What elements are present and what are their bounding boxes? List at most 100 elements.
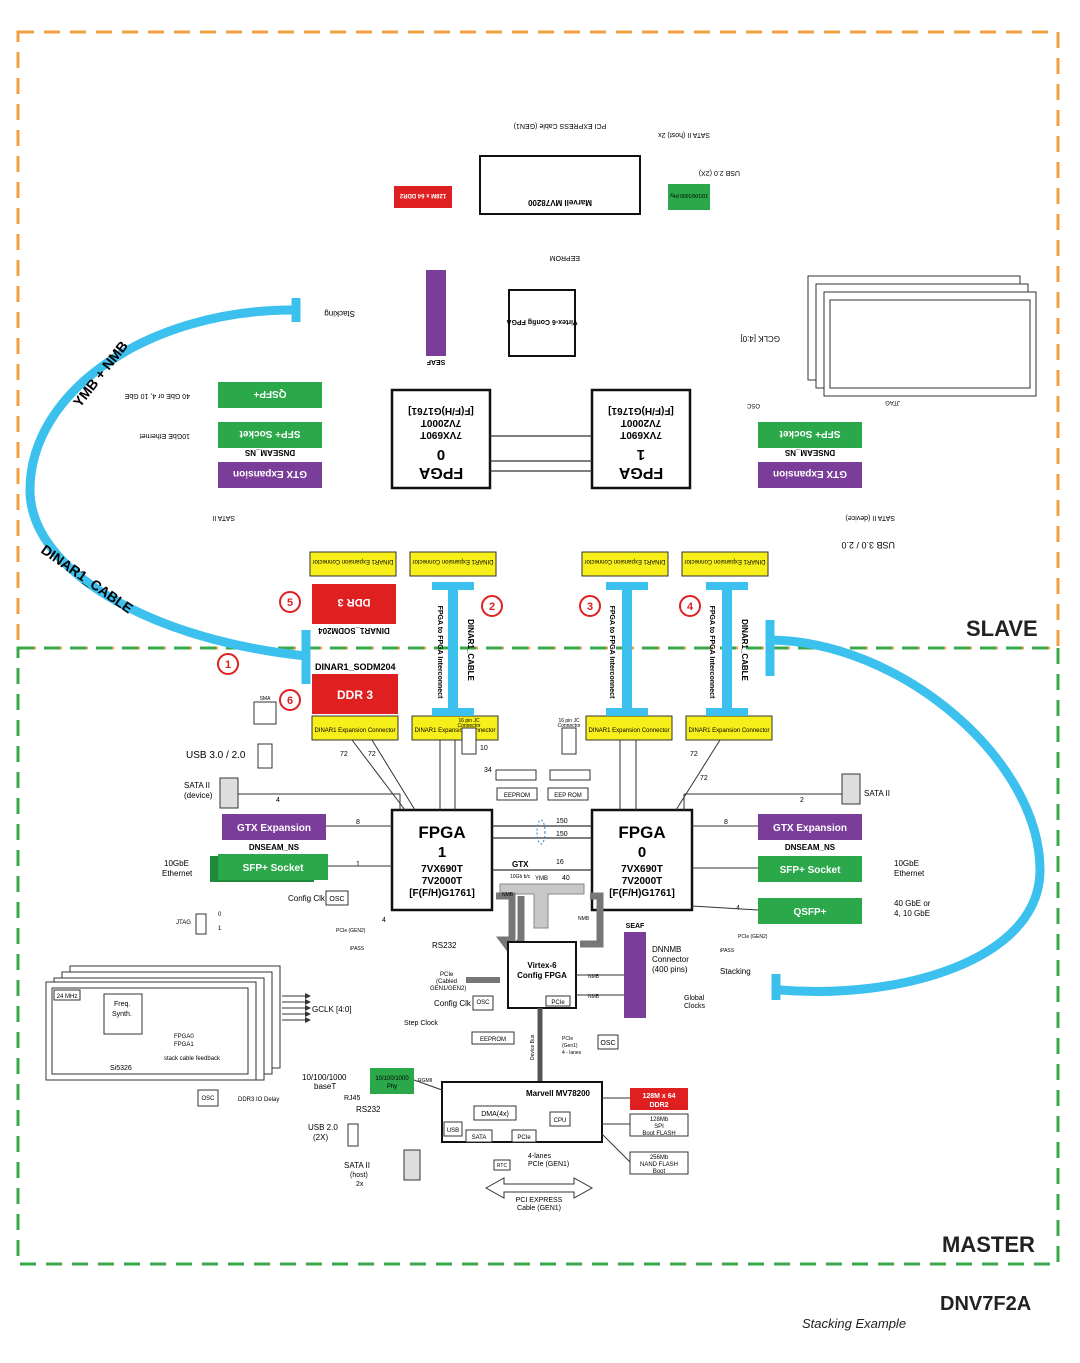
slave-fpga1-l3: 7VX690T bbox=[620, 429, 662, 440]
master-sata-dev-l2: (device) bbox=[184, 791, 213, 800]
slave-virtex bbox=[508, 289, 576, 357]
master-sfp-right bbox=[758, 856, 862, 882]
master-pcie-cfg-l3: GEN1/GEN2) bbox=[430, 986, 466, 992]
master-dnnmb-l3: (400 pins) bbox=[652, 965, 688, 974]
master-eth-l2: baseT bbox=[314, 1082, 336, 1091]
cable-v-2-top bbox=[432, 582, 474, 590]
master-exp-3-label: DINAR1 Expansion Connector bbox=[688, 728, 769, 734]
master-clock-inner bbox=[51, 987, 249, 1075]
master-rgmii: RGMII bbox=[418, 1078, 432, 1084]
master-eth10-right-l1: 10GbE bbox=[894, 859, 919, 868]
master-nand-l2: NAND FLASH bbox=[640, 1162, 678, 1168]
master-jc-left-l1: 16 pin JC bbox=[458, 718, 480, 724]
master-gtx-bus: GTX bbox=[512, 860, 529, 869]
slave-exp-2-label: DINAR1 Expansion Connector bbox=[412, 558, 493, 564]
marker-4-text: 4 bbox=[687, 601, 694, 613]
master-fpga0-l4: 7V2000T bbox=[622, 876, 663, 887]
slave-clock-board-inner bbox=[829, 299, 1031, 389]
slave-sfp-right bbox=[218, 422, 322, 448]
marker-6 bbox=[279, 689, 301, 711]
master-pcie-cfg-l1: PCIe bbox=[440, 972, 454, 978]
marker-3 bbox=[579, 595, 601, 617]
master-nmb-d: NMB bbox=[588, 994, 600, 1000]
master-sata-host-l1: SATA II bbox=[344, 1161, 370, 1170]
master-sfp-left bbox=[218, 854, 328, 880]
slave-gclk-label: GCLK [4:0] bbox=[740, 334, 780, 343]
diagram-caption: Stacking Example bbox=[802, 1316, 906, 1331]
master-usb-block-label: USB bbox=[447, 1128, 459, 1134]
master-spi-l2: SPI bbox=[654, 1124, 664, 1130]
master-usb3-label: USB 3.0 / 2.0 bbox=[186, 750, 246, 761]
master-usb3-port bbox=[257, 743, 273, 769]
slave-eeprom-label: EEPROM bbox=[549, 254, 580, 261]
slave-exp-1-label: DINAR1 Expansion Connector bbox=[584, 558, 665, 564]
marker-1-text: 1 bbox=[225, 659, 231, 671]
master-exp-1-label: DINAR1 Expansion Connector bbox=[414, 728, 495, 734]
slave-phy-label: 10/100/1000 Phy bbox=[670, 192, 708, 198]
slave-sata-left: SATA II bbox=[212, 514, 235, 521]
slave-sata-top: SATA II (host) 2x bbox=[658, 131, 710, 138]
diagram-title: DNV7F2A bbox=[940, 1293, 1031, 1315]
master-bus-150a: 150 bbox=[556, 818, 568, 825]
master-phy bbox=[370, 1068, 414, 1094]
master-device-bus: Device Bus bbox=[530, 1034, 536, 1060]
master-bus-40: 40 bbox=[562, 875, 570, 882]
master-config-clk-b: Config Clk bbox=[434, 999, 472, 1008]
master-rtc-label: RTC bbox=[497, 1163, 508, 1169]
master-nmb-left bbox=[496, 892, 525, 958]
slave-sata-dev: SATA II (device) bbox=[845, 514, 895, 521]
master-nand-l3: Boot bbox=[653, 1169, 666, 1175]
master-config-clk: Config Clk bbox=[288, 894, 326, 903]
slave-exp-0-label: DINAR1 Expansion Connector bbox=[684, 558, 765, 564]
master-sma-connector bbox=[253, 701, 277, 725]
master-rs232-upper: RS232 bbox=[432, 941, 457, 950]
master-dnseam-right: DNSEAM_NS bbox=[785, 843, 836, 852]
marker-5-text: 5 bbox=[287, 597, 293, 609]
master-pcie-4lane-l1: 4-lanes bbox=[528, 1153, 551, 1160]
master-pcie-8lane-l1: PCIe bbox=[562, 1036, 573, 1042]
marker-6-text: 6 bbox=[287, 695, 293, 707]
cable-right-loop bbox=[767, 635, 1045, 996]
slave-fpga1-block bbox=[590, 388, 692, 490]
master-pcie-8lane-l2: (Gen1) bbox=[562, 1043, 578, 1049]
marker-4 bbox=[679, 595, 701, 617]
master-gclk-label: GCLK [4:0] bbox=[312, 1005, 352, 1014]
master-seaf-label: SEAF bbox=[626, 923, 645, 930]
master-sata-host-l2: (host) bbox=[350, 1172, 368, 1179]
master-ddr2 bbox=[630, 1088, 688, 1110]
master-global-l1: Global bbox=[684, 995, 705, 1002]
master-mhz-osc bbox=[53, 989, 81, 1001]
master-osc-c bbox=[597, 1034, 619, 1050]
master-fpga0-block bbox=[590, 808, 694, 912]
slave-fpga1-l4: 7V2000T bbox=[621, 417, 662, 428]
master-eeprom-b-label: EEP ROM bbox=[554, 793, 582, 799]
master-nand-flash bbox=[629, 1151, 689, 1175]
master-w4a: 4 bbox=[276, 797, 280, 804]
master-jc-left-l2: Connector bbox=[457, 723, 480, 729]
master-seaf bbox=[624, 932, 646, 1018]
master-rs232-lower: RS232 bbox=[356, 1105, 381, 1114]
master-virtex-l2: Config FPGA bbox=[517, 971, 567, 980]
master-gtx-left-label: GTX Expansion bbox=[237, 823, 311, 834]
master-label: MASTER bbox=[942, 1232, 1035, 1257]
master-ipass-right: iPASS bbox=[720, 948, 735, 954]
master-qsfp bbox=[758, 898, 862, 924]
master-bus-10gb: 10Gb b/c bbox=[510, 874, 531, 880]
slave-exp-2 bbox=[409, 551, 497, 577]
master-ddr2-l2: DDR2 bbox=[649, 1102, 668, 1109]
master-fpga1-l3: 7VX690T bbox=[421, 864, 463, 875]
master-w34: 34 bbox=[484, 767, 492, 774]
master-nmb-c: NMB bbox=[588, 974, 600, 980]
master-spi-l3: Boot FLASH bbox=[642, 1131, 675, 1137]
master-freq-synth bbox=[103, 993, 143, 1035]
cable-label-dinar-v2: DINAR1_CABLE bbox=[740, 619, 749, 681]
master-sata-block-label: SATA bbox=[472, 1135, 487, 1141]
slave-seaf bbox=[426, 270, 446, 356]
master-stack-fb: stack cable feedback bbox=[164, 1056, 221, 1062]
master-exp-2-label: DINAR1 Expansion Connector bbox=[588, 728, 669, 734]
cable-v-2 bbox=[448, 586, 458, 716]
master-connector-b bbox=[549, 769, 591, 781]
master-w72c: 72 bbox=[690, 751, 698, 758]
master-qsfp-label: QSFP+ bbox=[793, 907, 826, 918]
